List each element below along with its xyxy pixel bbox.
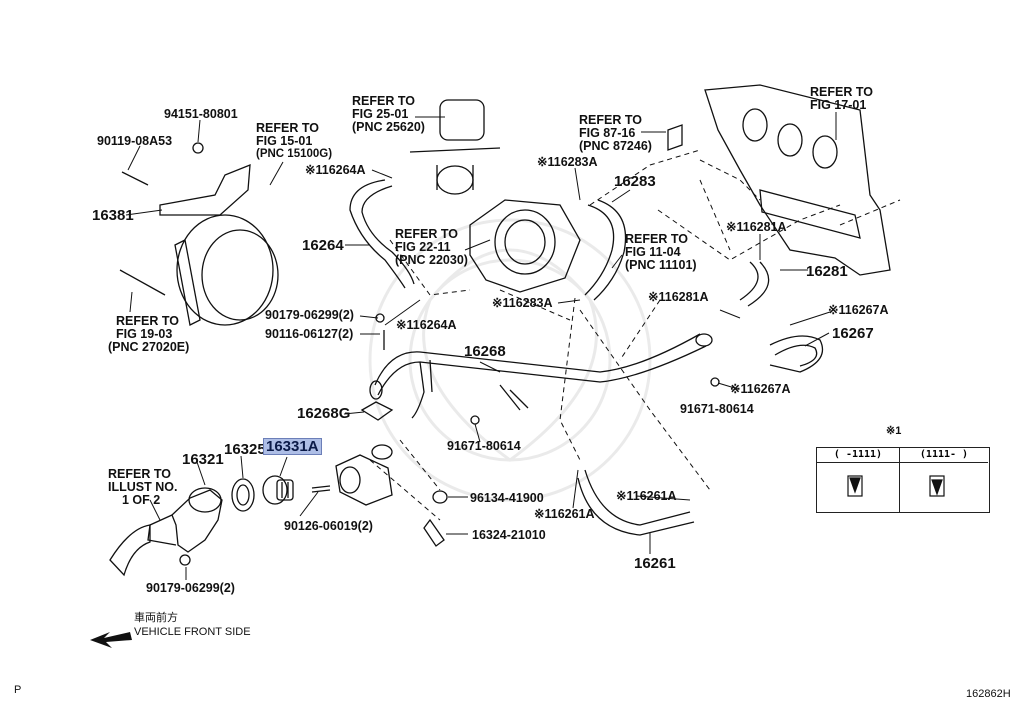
hose-16264 xyxy=(349,179,415,289)
label-90119: 90119-08A53 xyxy=(97,134,173,148)
label-90126: 90126-06019(2) xyxy=(284,519,373,533)
label-90179-bottom: 90179-06299(2) xyxy=(146,581,235,595)
legend-box: ( -1111) (1111- ) xyxy=(816,447,990,513)
ref87-line2: FIG 87-16 xyxy=(579,126,636,140)
label-16267A-bottom: ※116267A xyxy=(730,382,791,396)
label-16324: 16324-21010 xyxy=(472,528,546,542)
label-ref87: REFER TO FIG 87-16 (PNC 87246) xyxy=(579,114,652,153)
label-16264: 16264 xyxy=(302,237,344,254)
hose-16261 xyxy=(577,469,695,536)
hose-16283 xyxy=(584,199,627,301)
legend-col1-header: ( -1111) xyxy=(817,448,899,463)
label-ref19: REFER TO FIG 19-03 (PNC 27020E) xyxy=(108,314,189,354)
hose-16281 xyxy=(739,261,770,307)
label-16268G: 16268G xyxy=(297,405,351,422)
ref87-line1: REFER TO xyxy=(579,113,642,127)
label-ref22: REFER TO FIG 22-11 (PNC 22030) xyxy=(395,228,468,267)
label-ref-illust: REFER TO ILLUST NO. 1 OF 2 xyxy=(108,468,177,507)
label-16261A-left: ※116261A xyxy=(534,507,595,521)
ref19-line2: FIG 19-03 xyxy=(116,327,173,341)
gasket xyxy=(231,478,255,512)
label-16283A-top: ※116283A xyxy=(537,155,598,169)
label-16281: 16281 xyxy=(806,263,848,280)
ref15-line3: (PNC 15100G) xyxy=(256,148,333,160)
ref11-line1: REFER TO xyxy=(625,232,688,246)
ref17-line2: FIG 17-01 xyxy=(810,98,867,112)
label-90116: 90116-06127(2) xyxy=(265,327,354,341)
label-16321: 16321 xyxy=(182,451,224,468)
ref15-line1: REFER TO xyxy=(256,121,319,135)
label-16331A-highlighted[interactable]: 16331A xyxy=(263,438,322,455)
hose-16267 xyxy=(769,335,824,373)
label-16281A-bottom: ※116281A xyxy=(648,290,709,304)
ref11-line2: FIG 11-04 xyxy=(625,245,681,259)
label-16281A-top: ※116281A xyxy=(726,220,787,234)
idle-valve xyxy=(409,99,501,195)
ref22-line3: (PNC 22030) xyxy=(395,253,468,267)
water-inlet-housing xyxy=(109,487,223,577)
ref87-line3: (PNC 87246) xyxy=(579,139,652,153)
label-jp-front: 車両前方 xyxy=(134,611,178,624)
alternator xyxy=(159,164,279,326)
label-ref11: REFER TO FIG 11-04 (PNC 11101) xyxy=(625,233,697,272)
figure-id: 162862H xyxy=(966,688,1011,700)
label-16283: 16283 xyxy=(614,173,656,190)
label-16381: 16381 xyxy=(92,207,134,224)
label-91671-right: 91671-80614 xyxy=(680,402,754,416)
ref19-line3: (PNC 27020E) xyxy=(108,340,190,354)
legend-col-2: (1111- ) xyxy=(900,448,988,512)
label-16267: 16267 xyxy=(832,325,874,342)
page-marker: P xyxy=(14,684,22,696)
label-91671-left: 91671-80614 xyxy=(447,439,521,453)
water-bypass-pipe xyxy=(369,333,713,419)
label-16283A-bottom: ※116283A xyxy=(492,296,553,310)
ref11-line3: (PNC 11101) xyxy=(625,258,697,272)
ref22-line2: FIG 22-11 xyxy=(395,240,451,254)
label-ref15: REFER TO FIG 15-01 (PNC 15100G) xyxy=(256,122,332,161)
label-16267A-top: ※116267A xyxy=(828,303,889,317)
thermostat xyxy=(262,475,294,505)
label-90179-top: 90179-06299(2) xyxy=(265,308,354,322)
legend-col2-header: (1111- ) xyxy=(900,448,988,463)
legend-col-1: ( -1111) xyxy=(817,448,900,512)
ref25-line3: (PNC 25620) xyxy=(352,120,425,134)
label-94151: 94151-80801 xyxy=(164,107,238,121)
label-96134: 96134-41900 xyxy=(470,491,544,505)
ref-illust-line3: 1 OF 2 xyxy=(122,493,161,507)
ref25-line1: REFER TO xyxy=(352,94,415,108)
label-16264A-bottom: ※116264A xyxy=(396,318,457,332)
label-ref25: REFER TO FIG 25-01 (PNC 25620) xyxy=(352,95,425,134)
ref17-line1: REFER TO xyxy=(810,85,873,99)
thermostat-cover xyxy=(335,444,393,506)
label-ref17: REFER TO FIG 17-01 xyxy=(810,86,873,112)
intake-manifold xyxy=(704,84,891,276)
label-16325: 16325 xyxy=(224,441,266,458)
legend-mark: ※1 xyxy=(886,425,902,437)
label-vehicle-front: VEHICLE FRONT SIDE xyxy=(134,626,251,638)
ref15-line2: FIG 15-01 xyxy=(256,134,313,148)
label-16261A-right: ※116261A xyxy=(616,489,677,503)
vehicle-front-arrow xyxy=(90,632,132,648)
ref25-line2: FIG 25-01 xyxy=(352,107,409,121)
ref19-line1: REFER TO xyxy=(116,314,179,328)
ref22-line1: REFER TO xyxy=(395,227,458,241)
throttle-body xyxy=(469,199,581,293)
ref-illust-line2: ILLUST NO. xyxy=(108,480,178,494)
ref-illust-line1: REFER TO xyxy=(108,467,171,481)
label-16264A-top: ※116264A xyxy=(305,163,366,177)
label-16261: 16261 xyxy=(634,555,676,572)
label-16268: 16268 xyxy=(464,343,506,360)
